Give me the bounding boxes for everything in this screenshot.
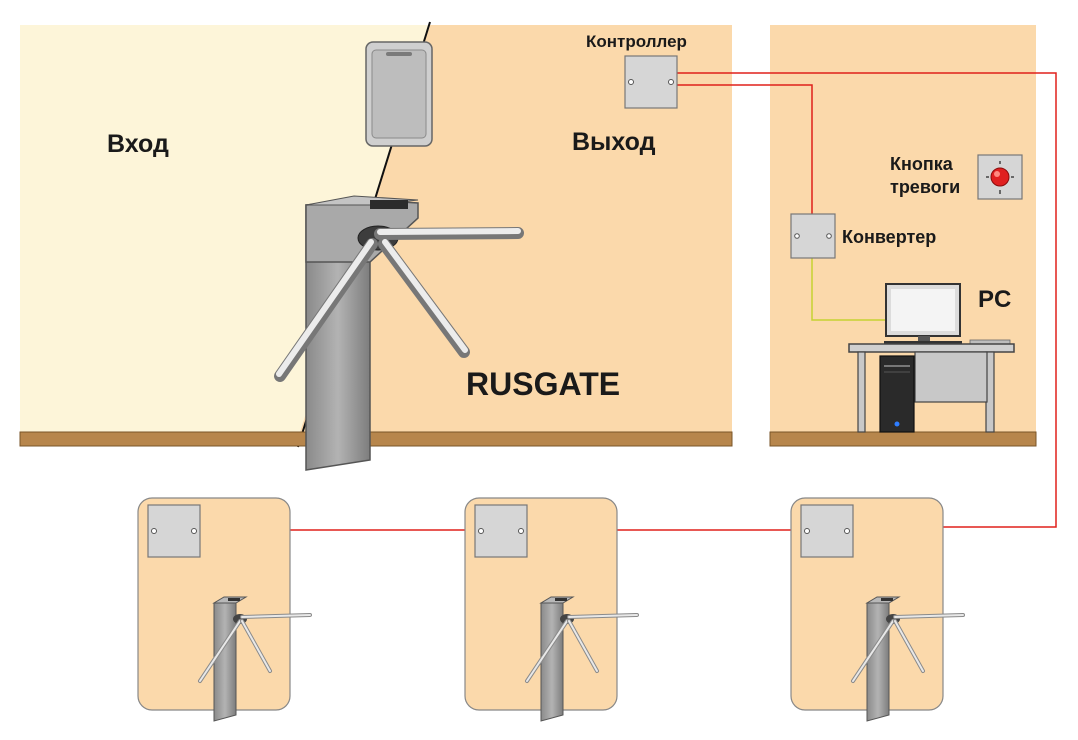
pc-label: PC [978, 286, 1011, 313]
alarm-label-line2: тревоги [890, 177, 960, 197]
floor-main [19, 431, 733, 447]
wiring [200, 72, 1057, 531]
card-reader [365, 41, 433, 147]
alarm-label-line1: Кнопка [890, 154, 954, 174]
main-turnstile [274, 195, 524, 471]
remote-unit-2 [464, 497, 639, 723]
entry-label: Вход [107, 130, 169, 158]
controller-label: Контроллер [586, 32, 687, 51]
converter-device [790, 213, 836, 259]
controller-device [624, 55, 678, 109]
remote-unit-3 [790, 497, 965, 723]
pc-workstation [848, 283, 1015, 433]
converter-label: Конвертер [842, 227, 936, 247]
remote-unit-1 [137, 497, 312, 723]
floor-pc-room [769, 431, 1037, 447]
alarm-button [977, 154, 1023, 200]
exit-label: Выход [572, 128, 656, 156]
brand-label: RUSGATE [466, 366, 620, 402]
